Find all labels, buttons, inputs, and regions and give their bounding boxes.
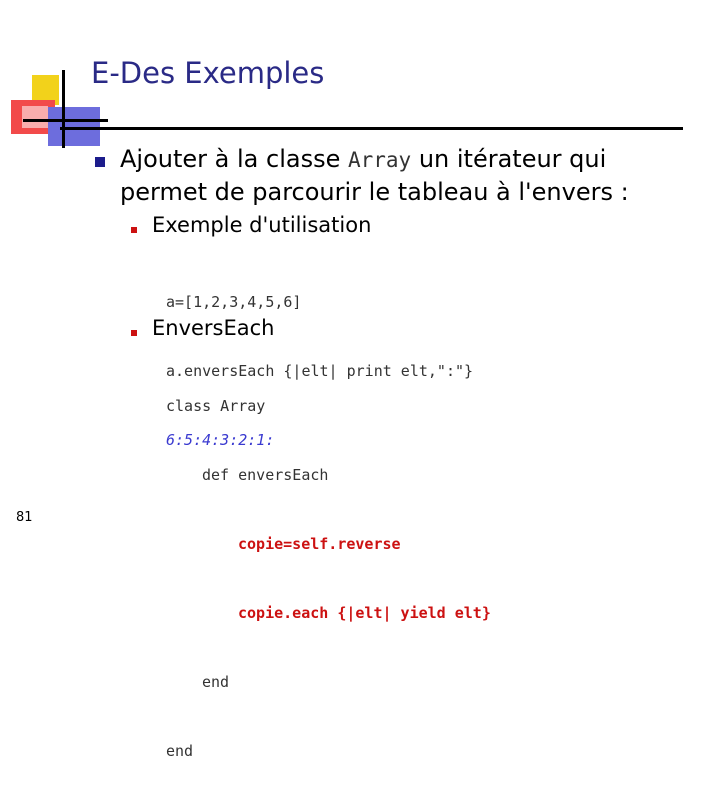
code-output: 6:5:4:3:2:1: xyxy=(166,431,275,449)
bullet-text-after: un itérateur qui xyxy=(411,145,607,173)
code-line-highlight: copie.each {|elt| yield elt} xyxy=(238,604,491,622)
main-bullet-text: Ajouter à la classe Array un itérateur q… xyxy=(120,143,629,208)
sub-bullet-icon xyxy=(131,330,137,336)
envers-label: EnversEach xyxy=(152,316,275,340)
code-line: a.enversEach {|elt| print elt,":"} xyxy=(166,362,474,380)
decorative-logo xyxy=(11,70,108,148)
code-line: end xyxy=(166,742,194,760)
slide-title: E-Des Exemples xyxy=(91,56,325,90)
code-line-highlight: copie=self.reverse xyxy=(238,535,401,553)
square-bullet-icon xyxy=(95,157,105,167)
title-divider xyxy=(60,127,683,130)
page-number: 81 xyxy=(16,510,33,525)
example-code-block: a=[1,2,3,4,5,6] a.enversEach {|elt| prin… xyxy=(166,245,473,475)
code-line: def enversEach xyxy=(202,466,329,484)
code-line: a=[1,2,3,4,5,6] xyxy=(166,293,302,311)
inline-code: Array xyxy=(347,148,412,172)
example-label: Exemple d'utilisation xyxy=(152,213,372,237)
sub-bullet-icon xyxy=(131,227,137,233)
code-line: class Array xyxy=(166,397,266,415)
bullet-text-before: Ajouter à la classe xyxy=(120,145,348,173)
bullet-line-2: permet de parcourir le tableau à l'enver… xyxy=(120,178,629,206)
envers-code-block: class Array def enversEach copie=self.re… xyxy=(166,349,491,786)
code-line: end xyxy=(202,673,230,691)
